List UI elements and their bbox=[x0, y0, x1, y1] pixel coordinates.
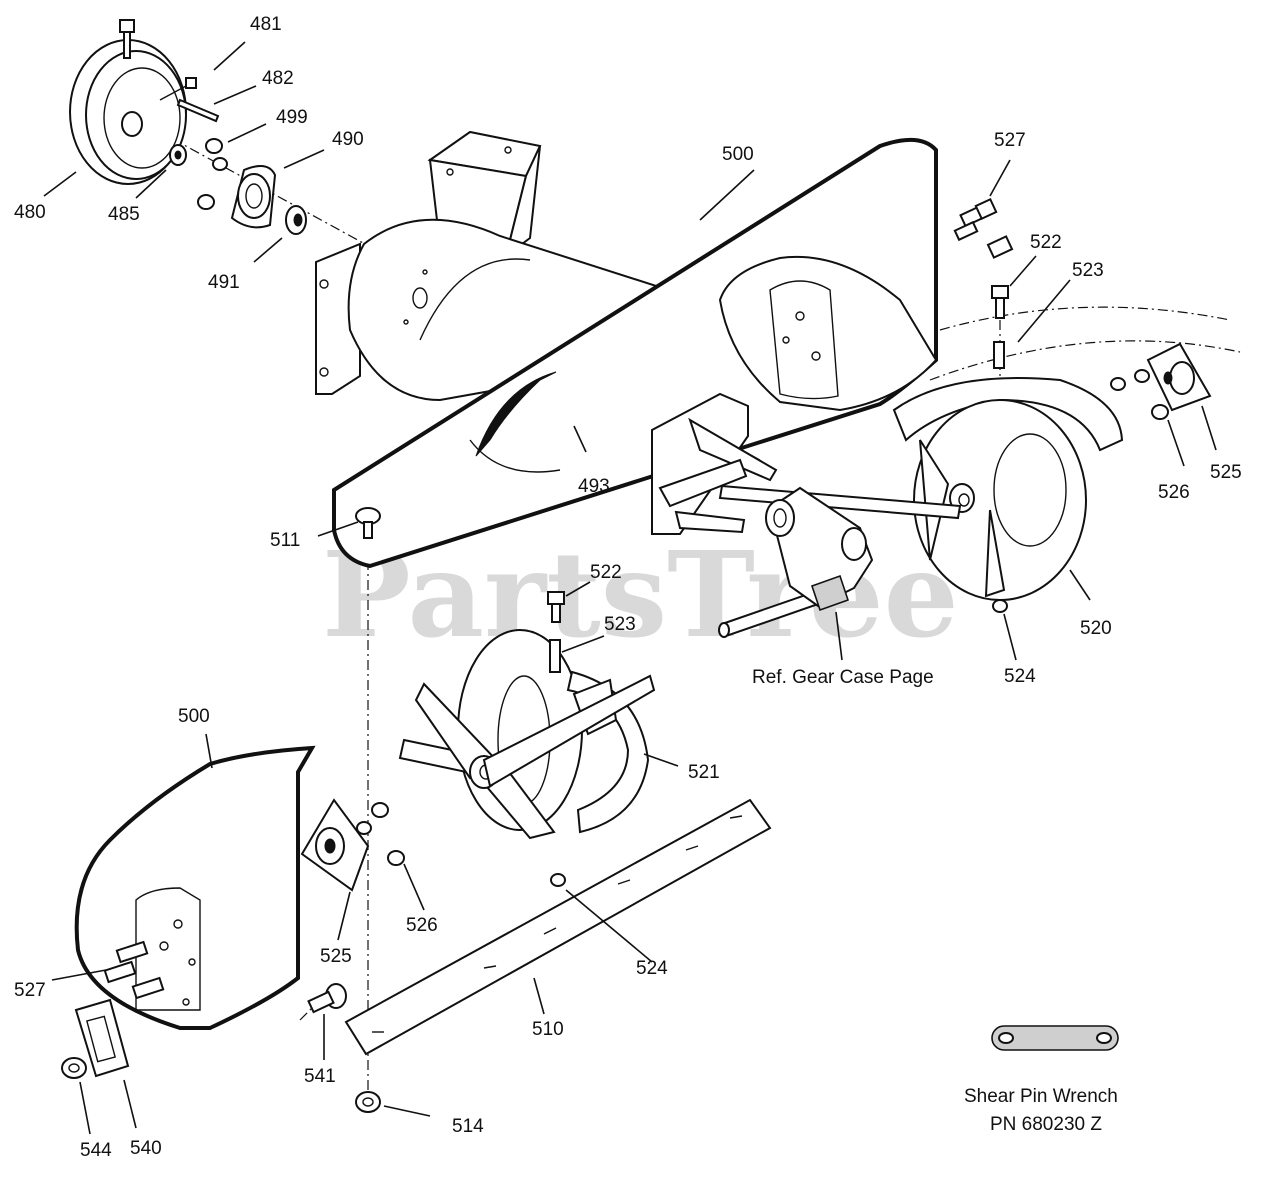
flange-490 bbox=[230, 165, 277, 229]
shear-bolt-522-upper bbox=[991, 285, 1009, 319]
bearing-491 bbox=[285, 205, 307, 235]
pulley-480 bbox=[69, 39, 187, 185]
callout-520: 520 bbox=[1080, 618, 1112, 639]
bolt-481 bbox=[119, 19, 197, 101]
bracket-540 bbox=[74, 998, 130, 1078]
nut-514 bbox=[355, 1091, 381, 1113]
nut-526-lower bbox=[356, 802, 405, 866]
callout-526-right: 526 bbox=[1158, 482, 1190, 503]
carriage-bolt-541 bbox=[307, 983, 347, 1014]
callout-544: 544 bbox=[80, 1140, 112, 1161]
callout-522-mid: 522 bbox=[590, 562, 622, 583]
gear-case bbox=[765, 486, 874, 612]
bearing-flange-525-lower bbox=[300, 798, 370, 892]
callout-480: 480 bbox=[14, 202, 46, 223]
callout-522-top: 522 bbox=[1030, 232, 1062, 253]
callout-490: 490 bbox=[332, 129, 364, 150]
callout-514: 514 bbox=[452, 1116, 484, 1137]
nut-526-right bbox=[1110, 369, 1169, 420]
nut-544 bbox=[61, 1057, 87, 1079]
bearing-485 bbox=[169, 144, 187, 166]
callout-527-top: 527 bbox=[994, 130, 1026, 151]
bearing-flange-525-right bbox=[1146, 342, 1212, 412]
impeller bbox=[651, 392, 778, 535]
callout-524-right: 524 bbox=[1004, 666, 1036, 687]
callout-500-top: 500 bbox=[722, 144, 754, 165]
callout-527-bottom: 527 bbox=[14, 980, 46, 1001]
callout-524-bottom: 524 bbox=[636, 958, 668, 979]
bolts-527-lower bbox=[103, 940, 165, 1000]
callout-523-mid: 523 bbox=[604, 614, 636, 635]
callout-485: 485 bbox=[108, 204, 140, 225]
housing-500 bbox=[332, 138, 938, 569]
shear-bolt-522-mid bbox=[547, 591, 565, 623]
callout-481: 481 bbox=[250, 14, 282, 35]
auger-520 bbox=[892, 377, 1124, 601]
shear-pin-wrench bbox=[991, 1025, 1119, 1051]
callout-499: 499 bbox=[276, 107, 308, 128]
nut-524-bottom bbox=[550, 873, 566, 887]
nut-499 bbox=[197, 138, 228, 210]
auger-shaft bbox=[718, 484, 962, 638]
callout-510: 510 bbox=[532, 1019, 564, 1040]
carriage-bolt-511 bbox=[355, 507, 381, 539]
callout-511: 511 bbox=[270, 530, 300, 551]
spacer-523-upper bbox=[993, 341, 1005, 369]
auger-521 bbox=[398, 629, 656, 840]
spacer-523-mid bbox=[549, 639, 561, 673]
callout-482: 482 bbox=[262, 68, 294, 89]
callout-523-top: 523 bbox=[1072, 260, 1104, 281]
mounting-plate bbox=[315, 242, 361, 395]
callout-493: 493 bbox=[578, 476, 610, 497]
callout-526-bottom: 526 bbox=[406, 915, 438, 936]
wrench-note-line1: Shear Pin Wrench bbox=[964, 1086, 1118, 1107]
callout-541: 541 bbox=[304, 1066, 336, 1087]
scraper-bar-510 bbox=[344, 798, 772, 1056]
callout-labels: 481 482 499 490 480 485 491 500 527 522 … bbox=[14, 14, 1242, 1161]
callout-491: 491 bbox=[208, 272, 240, 293]
leader-lines bbox=[43, 41, 1217, 1135]
callout-521: 521 bbox=[688, 762, 720, 783]
bolts-527-upper bbox=[953, 197, 1014, 259]
nut-524-right bbox=[992, 599, 1008, 613]
housing-500-lower bbox=[74, 745, 316, 1030]
key-482 bbox=[176, 98, 220, 123]
callout-540: 540 bbox=[130, 1138, 162, 1159]
gear-case-note: Ref. Gear Case Page bbox=[752, 667, 934, 688]
callout-525-bottom: 525 bbox=[320, 946, 352, 967]
wrench-note-line2: PN 680230 Z bbox=[990, 1114, 1102, 1135]
callout-525-right: 525 bbox=[1210, 462, 1242, 483]
callout-500-bottom: 500 bbox=[178, 706, 210, 727]
